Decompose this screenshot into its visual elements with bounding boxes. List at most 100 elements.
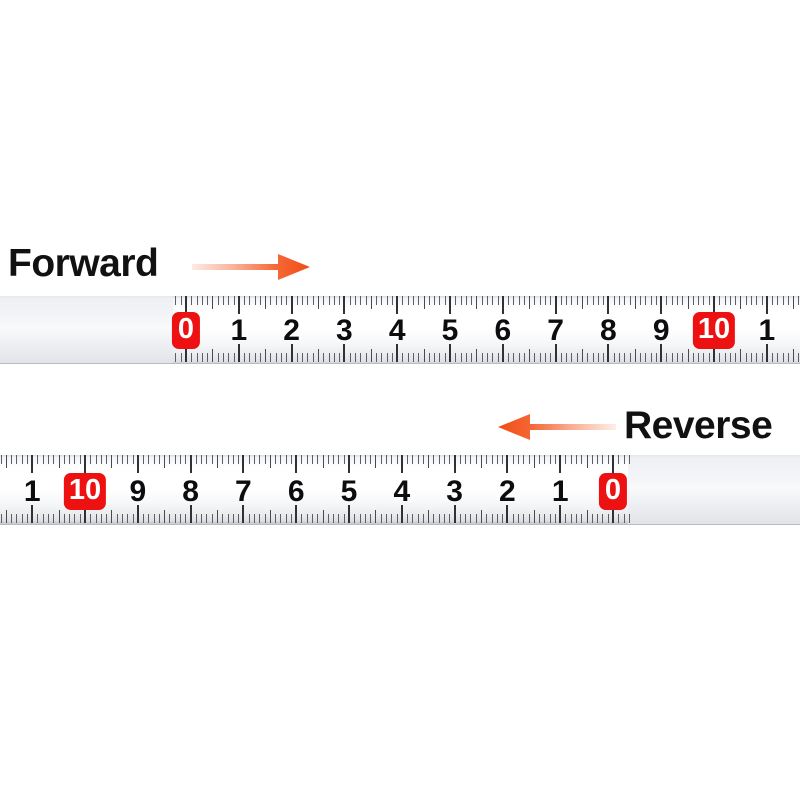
tick-major [501, 296, 504, 314]
tick-mid [423, 349, 425, 362]
tick-minor [327, 514, 329, 523]
scale-number: 3 [446, 475, 463, 508]
tick-minor [343, 514, 345, 523]
tick-minor [628, 455, 630, 464]
tick-minor [549, 514, 551, 523]
tick-minor [550, 296, 552, 305]
tick-minor [492, 353, 494, 362]
tick-minor [587, 296, 589, 305]
tick-mid [529, 349, 531, 362]
tick-minor [386, 296, 388, 305]
tick-major [348, 505, 350, 523]
tick-minor [195, 514, 197, 523]
tick-minor [254, 296, 256, 305]
tick-minor [645, 296, 647, 305]
tick-minor [439, 296, 441, 305]
tick-minor [444, 514, 446, 523]
tick-mid [164, 455, 166, 468]
tick-major [242, 455, 245, 473]
tick-major [237, 344, 240, 362]
tick-minor [323, 353, 325, 362]
tick-major [607, 296, 610, 314]
tick-mid [533, 455, 535, 468]
tick-major [242, 505, 245, 523]
tick-minor [735, 353, 737, 362]
tick-minor [571, 353, 573, 362]
tick-minor [481, 296, 483, 305]
tick-minor [365, 296, 367, 305]
tick-major [554, 296, 557, 314]
tick-minor [413, 353, 415, 362]
tick-minor [180, 296, 182, 305]
tick-minor [597, 514, 599, 523]
tick-mid [375, 455, 377, 468]
tick-major [607, 344, 610, 362]
tick-major [295, 505, 298, 523]
tick-minor [264, 514, 266, 523]
tick-minor [354, 455, 356, 464]
scale-number: 8 [600, 314, 617, 347]
tick-minor [312, 455, 314, 464]
scale-number: 1 [551, 475, 569, 508]
tick-minor [312, 296, 314, 305]
tick-minor [407, 514, 409, 523]
tick-minor [259, 514, 261, 523]
tick-mid [212, 349, 214, 362]
tick-mid [265, 296, 267, 309]
tick-minor [591, 514, 593, 523]
tick-minor [106, 514, 108, 523]
tick-minor [554, 514, 556, 523]
tick-minor [333, 353, 335, 362]
tick-mid [582, 296, 583, 309]
tick-minor [539, 514, 541, 523]
tick-minor [565, 455, 567, 464]
tick-minor [455, 353, 457, 362]
tick-minor [328, 353, 330, 362]
tick-minor [386, 353, 388, 362]
tick-minor [534, 296, 536, 305]
tick-minor [302, 296, 304, 305]
tick-minor [280, 455, 282, 464]
tick-minor [354, 353, 356, 362]
tick-minor [365, 353, 367, 362]
tick-minor [196, 353, 198, 362]
tick-minor [750, 296, 752, 305]
tick-minor [787, 353, 789, 362]
tick-mid [634, 296, 636, 309]
tick-minor [528, 514, 530, 523]
tick-minor [692, 353, 694, 362]
scale-number: 9 [129, 475, 147, 508]
tick-minor [729, 353, 731, 362]
tick-minor [217, 296, 219, 305]
tick-minor [486, 455, 488, 464]
tick-minor [708, 296, 710, 305]
tick-minor [354, 514, 356, 523]
tick-major [136, 455, 139, 473]
tick-major [449, 344, 451, 362]
tick-mid [322, 455, 324, 468]
tick-minor [628, 514, 630, 523]
tick-minor [79, 514, 81, 523]
tick-minor [254, 353, 256, 362]
tick-minor [312, 353, 314, 362]
tick-minor [381, 353, 383, 362]
tick-minor [37, 514, 39, 523]
tick-minor [481, 353, 483, 362]
tick-major [660, 344, 663, 362]
tick-minor [391, 296, 393, 305]
tick-minor [391, 514, 393, 523]
tick-mid [58, 455, 60, 468]
tick-minor [396, 455, 398, 464]
tick-minor [570, 514, 572, 523]
scale-number: 8 [182, 475, 199, 508]
tick-minor [502, 514, 504, 523]
tick-minor [275, 353, 277, 362]
tick-minor [385, 514, 387, 523]
tick-minor [301, 455, 303, 464]
tick-minor [327, 455, 329, 464]
tick-minor [306, 514, 308, 523]
tick-major [136, 505, 139, 523]
tick-major [554, 344, 557, 362]
